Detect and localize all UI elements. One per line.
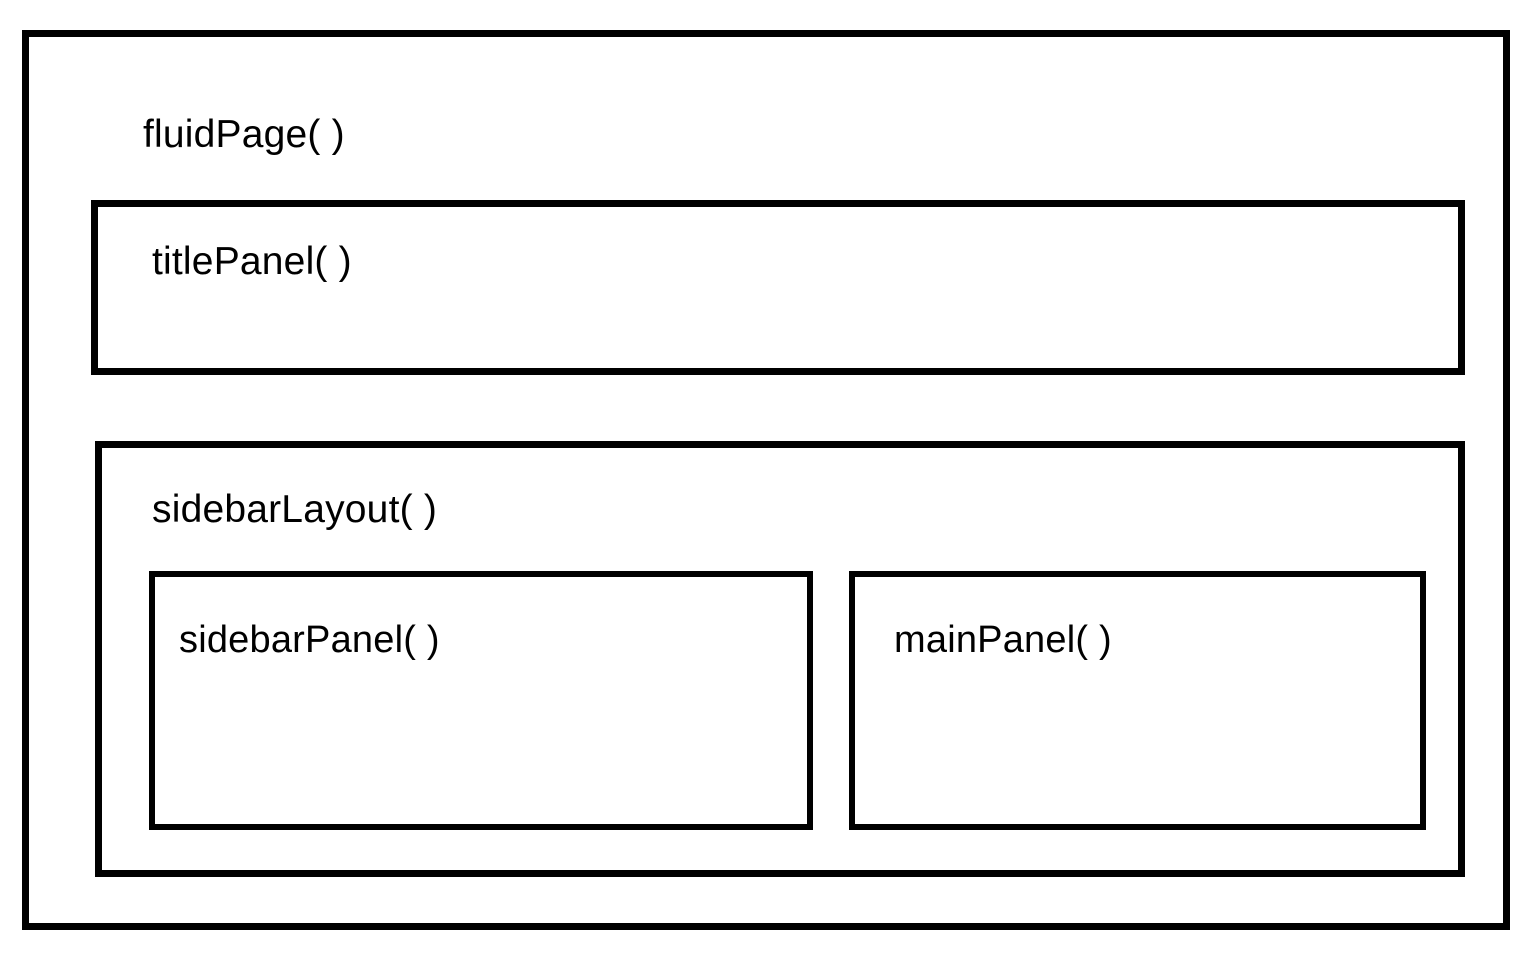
box-sidebar-panel: sidebarPanel( ) xyxy=(149,571,813,830)
box-label-sidebar-layout: sidebarLayout( ) xyxy=(152,488,438,531)
box-label-main-panel: mainPanel( ) xyxy=(894,619,1112,661)
box-label-fluid-page: fluidPage( ) xyxy=(143,113,345,156)
box-title-panel: titlePanel( ) xyxy=(91,200,1465,375)
box-fluid-page: fluidPage( ) titlePanel( ) sidebarLayout… xyxy=(22,30,1510,930)
box-label-sidebar-panel: sidebarPanel( ) xyxy=(179,619,440,661)
box-main-panel: mainPanel( ) xyxy=(849,571,1426,830)
box-sidebar-layout: sidebarLayout( ) sidebarPanel( ) mainPan… xyxy=(95,441,1465,877)
box-label-title-panel: titlePanel( ) xyxy=(152,240,352,283)
